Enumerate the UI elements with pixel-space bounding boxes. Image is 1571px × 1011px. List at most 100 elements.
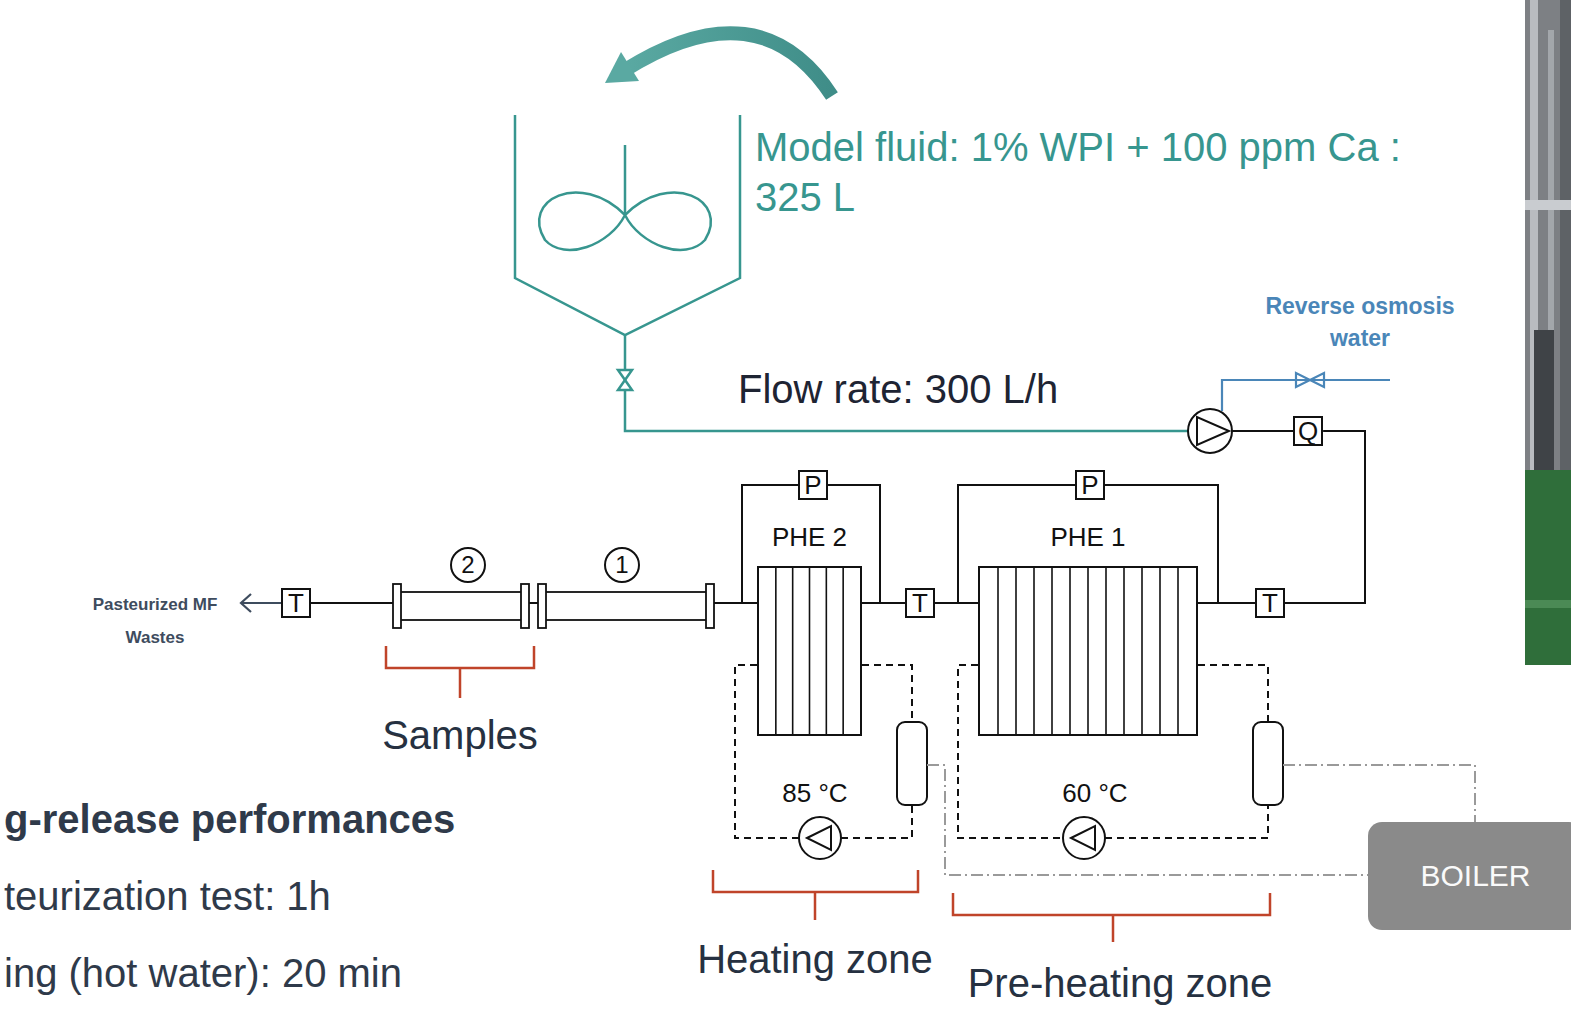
flow-rate-label: Flow rate: 300 L/h: [738, 366, 1158, 412]
circulation-pump: [799, 817, 841, 859]
slide-text: ing (hot water): 20 min: [4, 950, 604, 996]
temperature-label: 60 °C: [1045, 778, 1145, 808]
equipment-photo: [1525, 200, 1571, 210]
feed-tank: [625, 193, 711, 250]
buffer-cylinder: [1253, 722, 1283, 805]
plate-line: [1123, 568, 1125, 734]
circulation-pump: [799, 817, 1105, 859]
plate-line: [1159, 568, 1161, 734]
circulation-pump: [1071, 826, 1095, 850]
plate-line: [1177, 568, 1179, 734]
inlet-label: Reverse osmosis water: [1250, 290, 1470, 354]
plate-line: [1141, 568, 1143, 734]
exchanger-name: PHE 1: [1050, 524, 1125, 550]
instrument-letter: Q: [1298, 418, 1318, 444]
zone-bracket: [953, 893, 1270, 942]
pressure-gauge-box: P: [1075, 470, 1105, 500]
water-inlet-line: [1310, 373, 1324, 387]
feed-tank: [515, 115, 740, 335]
plate-line: [809, 568, 811, 734]
plate-line: [1051, 568, 1053, 734]
slide-text: teurization test: 1h: [4, 873, 604, 919]
temperature-label: 85 °C: [765, 778, 865, 808]
zone-bracket: [386, 646, 534, 698]
feed-pipe: [618, 335, 1188, 431]
outlet-arrow: [241, 602, 281, 604]
plate-heat-exchanger: PHE 2: [757, 566, 862, 736]
holding-tube: [706, 584, 714, 628]
water-inlet-line: [1222, 380, 1390, 411]
fluid-note: Model fluid: 1% WPI + 100 ppm Ca : 325 L: [755, 122, 1455, 222]
callout-number: 2: [450, 547, 486, 583]
heat-exchanger-plates: [980, 568, 1196, 734]
water-inlet-line: [1222, 373, 1390, 411]
pressure-gauge-box: P: [798, 470, 828, 500]
circulation-pump: [1063, 817, 1105, 859]
feed-pipe: [625, 335, 1188, 431]
recirculation-arrow: [605, 52, 639, 83]
slide-text: g-release performances: [4, 796, 604, 842]
feed-pipe: [618, 380, 632, 390]
pipe-connector: [1198, 602, 1255, 604]
zone-label: Pre-heating zone: [940, 960, 1300, 1006]
feed-pump: [1188, 409, 1294, 453]
plate-line: [1105, 568, 1107, 734]
plate-line: [775, 568, 777, 734]
outlet-arrow: [241, 594, 281, 612]
plate-line: [792, 568, 794, 734]
equipment-photo: [1560, 0, 1571, 470]
plate-heat-exchanger: PHE 1: [978, 566, 1198, 736]
temperature-sensor-box: T: [1255, 588, 1285, 618]
holding-tube: [521, 584, 529, 628]
equipment-photo: [1525, 600, 1571, 608]
instrument-letter: T: [288, 590, 304, 616]
instrument-letter: T: [1262, 590, 1278, 616]
equipment-photo: [1525, 470, 1571, 665]
holding-tube: [400, 592, 522, 620]
flowmeter-box: Q: [1293, 416, 1323, 446]
feed-pump: [1188, 409, 1232, 453]
plate-line: [1069, 568, 1071, 734]
pipe-connector: [935, 602, 978, 604]
recirculation-arrow: [605, 33, 832, 96]
equipment-photo: [1525, 0, 1571, 665]
instrument-letter: P: [1081, 472, 1098, 498]
plate-line: [842, 568, 844, 734]
holding-tube: [545, 592, 707, 620]
plate-line: [1087, 568, 1089, 734]
plate-line: [826, 568, 828, 734]
temperature-sensor-box: T: [905, 588, 935, 618]
heat-exchanger-plates: [759, 568, 860, 734]
zone-bracket: [713, 870, 918, 920]
equipment-photo: [1525, 0, 1571, 665]
instrument-letter: T: [912, 590, 928, 616]
feed-tank: [515, 115, 740, 335]
pipe-connector: [1285, 431, 1365, 603]
pipe-connector: [862, 602, 905, 604]
plate-line: [997, 568, 999, 734]
feed-tank: [624, 145, 627, 215]
exchanger-name: PHE 2: [772, 524, 847, 550]
recirculation-arrow: [625, 33, 832, 96]
instrument-letter: P: [804, 472, 821, 498]
buffer-cylinder: [897, 722, 927, 805]
boiler-box: BOILER: [1368, 822, 1571, 930]
plate-line: [1033, 568, 1035, 734]
holding-tube: [393, 584, 401, 628]
steam-line: [1283, 765, 1475, 822]
holding-tube: [393, 584, 714, 628]
feed-tank: [539, 193, 625, 250]
outlet-label: Pasteurized MF Wastes: [80, 588, 230, 654]
boiler-label: BOILER: [1420, 861, 1530, 891]
feed-pump: [1232, 430, 1294, 432]
feed-pump: [1197, 417, 1229, 445]
holding-tube: [538, 584, 546, 628]
bracket-label: Samples: [360, 712, 560, 758]
temperature-sensor-box: T: [281, 588, 311, 618]
outlet-arrow: [241, 594, 251, 612]
equipment-photo: [1534, 330, 1554, 470]
callout-number: 1: [604, 547, 640, 583]
circulation-pump: [807, 826, 831, 850]
steam-line: [927, 765, 1368, 875]
